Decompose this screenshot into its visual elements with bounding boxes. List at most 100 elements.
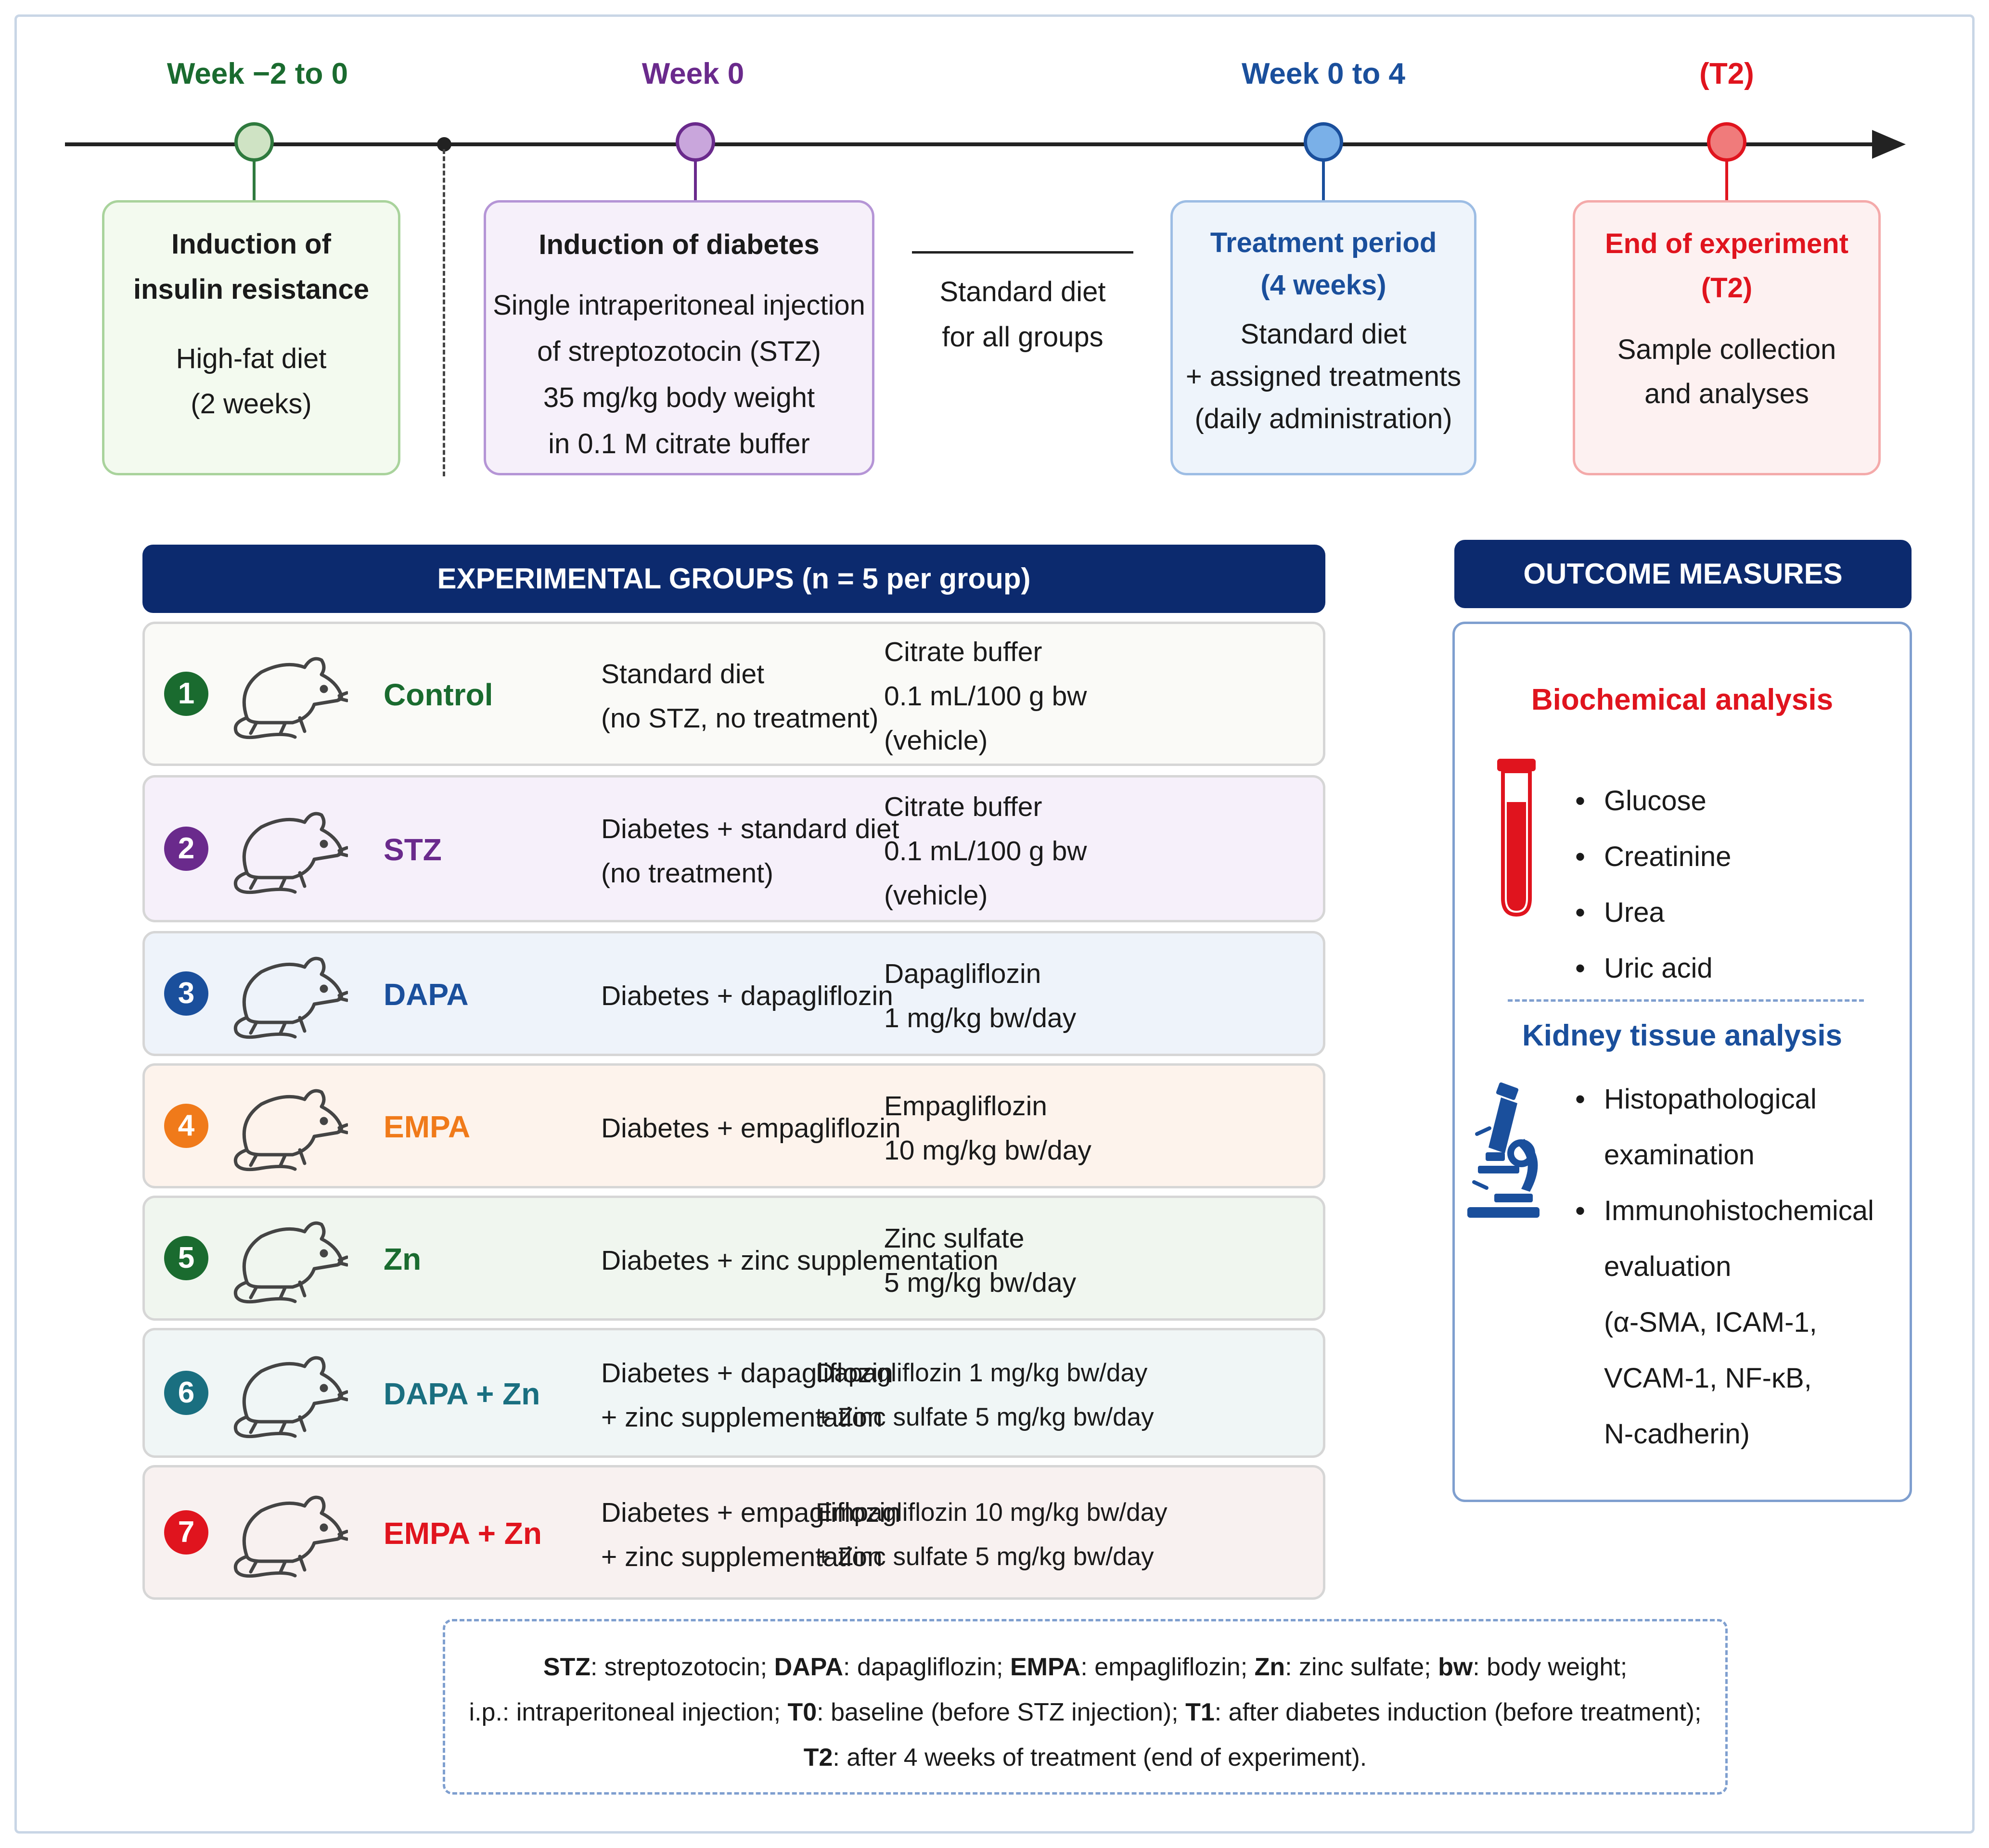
phase-4-title-1: End of experiment	[1605, 228, 1848, 259]
kidney-item-immunohistochemistry: Immunohistochemical	[1575, 1183, 1874, 1239]
timeline-node-1	[234, 122, 274, 162]
group-description-line: Standard diet	[601, 659, 765, 689]
group-dose-line: Zinc sulfate	[884, 1223, 1025, 1254]
timeline-node-3	[1304, 122, 1343, 162]
timeline-stem-4	[1725, 161, 1728, 200]
phase-4-title-2: (T2)	[1701, 272, 1753, 304]
standard-diet-note: Standard diet for all groups	[912, 269, 1133, 360]
phase-3-body-2: + assigned treatments	[1185, 361, 1462, 392]
phase-2-body-1: Single intraperitoneal injection	[493, 290, 865, 321]
standard-diet-rule	[912, 251, 1133, 254]
kidney-item-continuation: evaluation	[1604, 1251, 1732, 1282]
biochemical-title: Biochemical analysis	[1531, 683, 1834, 716]
week-label-3: Week 0 to 4	[1241, 57, 1405, 90]
mouse-icon	[228, 1210, 349, 1306]
group-description-line: Diabetes + standard diet	[601, 814, 899, 844]
mouse-icon	[228, 801, 349, 897]
kidney-item-continuation: VCAM-1, NF-κB,	[1604, 1363, 1812, 1394]
week-label-4: (T2)	[1699, 57, 1754, 90]
kidney-item-continuation: (α-SMA, ICAM-1,	[1604, 1307, 1817, 1338]
phase-3-title-2: (4 weeks)	[1260, 269, 1386, 301]
group-name: Control	[384, 677, 493, 712]
mouse-icon	[228, 1484, 349, 1580]
kidney-title: Kidney tissue analysis	[1522, 1019, 1843, 1052]
phase-box-end-of-experiment: End of experiment (T2) Sample collection…	[1573, 200, 1881, 475]
group-dose-line: (vehicle)	[884, 880, 988, 911]
group-name: STZ	[384, 832, 442, 867]
microscope-icon	[1467, 1082, 1540, 1218]
group-description-line: Diabetes + empagliflozin	[601, 1497, 901, 1528]
group-description-line: + zinc supplementation	[601, 1402, 883, 1433]
group-dose-line: (vehicle)	[884, 725, 988, 756]
phase-2-body-2: of streptozotocin (STZ)	[537, 336, 821, 367]
group-name: Zn	[384, 1242, 422, 1276]
group-description: Diabetes + empagliflozin + zinc supplemen…	[601, 1491, 901, 1579]
group-dose-line: 0.1 mL/100 g bw	[884, 681, 1087, 712]
group-row: 2 STZ Diabetes + standard diet(no treatmen…	[142, 775, 1325, 922]
phase-3-body-1: Standard diet	[1240, 319, 1407, 350]
group-description-line: (no STZ, no treatment)	[601, 703, 879, 734]
phase-1-title-1: Induction of	[171, 229, 331, 260]
group-dose-line: Citrate buffer	[884, 791, 1042, 822]
abbreviations-footnote: STZ: streptozotocin; DAPA: dapagliflozin…	[443, 1619, 1728, 1795]
blood-tube-icon	[1497, 759, 1536, 917]
outcome-measures-panel: Biochemical analysis Glucose Creatinine …	[1452, 622, 1912, 1502]
group-dose: Citrate buffer 0.1 mL/100 g bw (vehicle)	[884, 785, 1087, 918]
groups-header: EXPERIMENTAL GROUPS (n = 5 per group)	[142, 545, 1325, 613]
biochemical-item: Creatinine	[1575, 829, 1731, 885]
group-number-badge: 1	[164, 672, 208, 716]
group-row: 1 Control Standard diet (no STZ, no treatme…	[142, 622, 1325, 766]
outcome-separator	[1508, 999, 1864, 1002]
kidney-item-histopathology: Histopathological	[1575, 1071, 1874, 1127]
mouse-icon	[228, 1345, 349, 1441]
group-name: DAPA	[384, 977, 469, 1012]
timeline-axis	[65, 142, 1884, 146]
group-description-line: + zinc supplementation	[601, 1542, 883, 1572]
group-number-badge: 2	[164, 827, 208, 871]
phase-1-body-1: High-fat diet	[176, 343, 327, 374]
group-description: Diabetes + standard diet(no treatment)	[601, 807, 899, 895]
group-description-line: Diabetes + zinc supplementation	[601, 1245, 999, 1276]
phase-1-body-2: (2 weeks)	[191, 388, 312, 420]
footnote-abbreviation: T0	[787, 1698, 817, 1726]
footnote-abbreviation: Zn	[1254, 1653, 1285, 1681]
timeline-node-2	[676, 122, 715, 162]
week-label-2: Week 0	[642, 57, 744, 90]
biochemical-item: Urea	[1575, 885, 1731, 941]
mouse-icon	[228, 646, 349, 742]
phase-3-body-3: (daily administration)	[1194, 403, 1452, 434]
group-description: Diabetes + dapagliflozin	[601, 974, 893, 1018]
group-number-badge: 5	[164, 1236, 208, 1280]
footnote-line-3: T2: after 4 weeks of treatment (end of e…	[803, 1744, 1367, 1772]
footnote-abbreviation: T2	[803, 1744, 833, 1772]
phase-2-body-4: in 0.1 M citrate buffer	[548, 428, 810, 459]
group-name: EMPA	[384, 1109, 471, 1144]
group-description-line: Diabetes + dapagliflozin	[601, 1358, 893, 1389]
group-number-badge: 3	[164, 971, 208, 1016]
biochemical-list: Glucose Creatinine Urea Uric acid	[1575, 773, 1731, 996]
group-name: DAPA + Zn	[384, 1376, 540, 1411]
phase-3-title-1: Treatment period	[1210, 227, 1437, 258]
phase-box-treatment: Treatment period (4 weeks) Standard diet…	[1170, 200, 1476, 475]
group-description: Standard diet (no STZ, no treatment)	[601, 652, 879, 740]
footnote-abbreviation: EMPA	[1010, 1653, 1081, 1681]
group-dose-line: 5 mg/kg bw/day	[884, 1267, 1077, 1298]
group-dose-line: 0.1 mL/100 g bw	[884, 836, 1087, 867]
group-dose-line: Empagliflozin 10 mg/kg bw/day	[816, 1498, 1168, 1527]
group-description-line: Diabetes + dapagliflozin	[601, 981, 893, 1011]
group-dose-line: 1 mg/kg bw/day	[884, 1003, 1077, 1033]
phase-1-title-2: insulin resistance	[133, 274, 369, 305]
group-dose-line: + Zinc sulfate 5 mg/kg bw/day	[816, 1542, 1154, 1571]
group-dose-line: 10 mg/kg bw/day	[884, 1135, 1091, 1166]
group-description-line: Diabetes + empagliflozin	[601, 1113, 901, 1144]
phase-2-body-3: 35 mg/kg body weight	[543, 382, 815, 413]
phase-box-insulin-resistance: Induction of insulin resistance High-fat…	[102, 200, 400, 475]
phase-2-title: Induction of diabetes	[539, 229, 820, 260]
group-dose-line: Dapagliflozin 1 mg/kg bw/day	[816, 1359, 1148, 1387]
